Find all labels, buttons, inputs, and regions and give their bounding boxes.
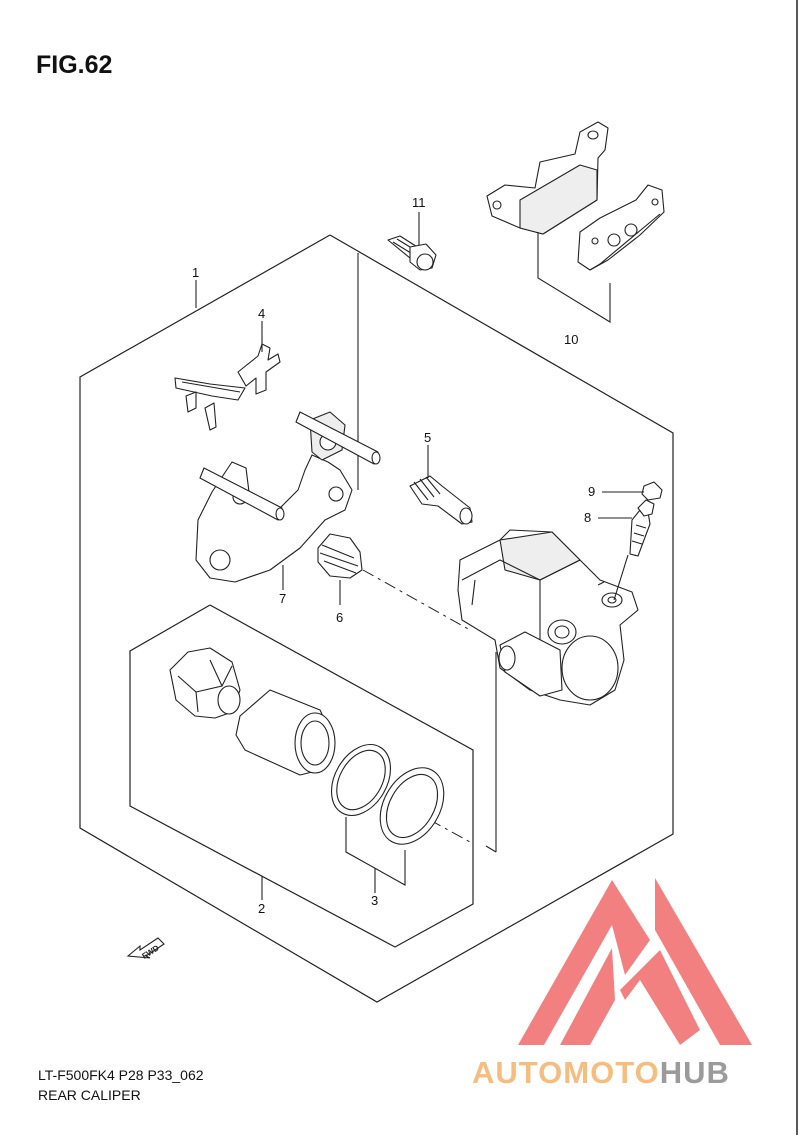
piston-seal-small [330,744,392,816]
callout-5: 5 [424,430,431,445]
callout-3: 3 [371,893,378,908]
callout-9: 9 [588,484,595,499]
callout-6: 6 [336,610,343,625]
callout-10: 10 [564,332,578,347]
boot [317,533,363,579]
figure-name: REAR CALIPER [38,1087,141,1103]
watermark-text-b: HUB [660,1055,730,1090]
callout-2: 2 [258,901,265,916]
caliper-body [457,529,639,706]
svg-text:AUTOMOTOHUB: AUTOMOTOHUB [472,1055,730,1090]
bolt [387,235,437,271]
piston [169,647,241,719]
piston-kit-frame [129,604,474,948]
callout-4: 4 [258,306,265,321]
figure-title: FIG.62 [36,51,112,79]
slide-pin [409,475,473,525]
automotohub-logo: AUTOMOTOHUB [472,878,752,1090]
watermark-text-a: AUTOMOTO [472,1055,660,1090]
piston-seal-large [379,767,445,845]
pad-spring [174,343,281,431]
callout-7: 7 [279,591,286,606]
piston-cylinder [235,689,336,776]
fwd-arrow-icon: FWD [126,937,165,961]
callout-11: 11 [412,195,426,210]
figure-code: LT-F500FK4 P28 P33_062 [38,1067,204,1083]
caliper-assembly-frame [79,234,674,1003]
bleeder-valve [629,499,655,557]
caliper-bracket [195,411,381,583]
bleeder-cap [641,481,663,501]
brake-pads [486,121,665,271]
callout-8: 8 [584,510,591,525]
callout-1: 1 [192,265,199,280]
